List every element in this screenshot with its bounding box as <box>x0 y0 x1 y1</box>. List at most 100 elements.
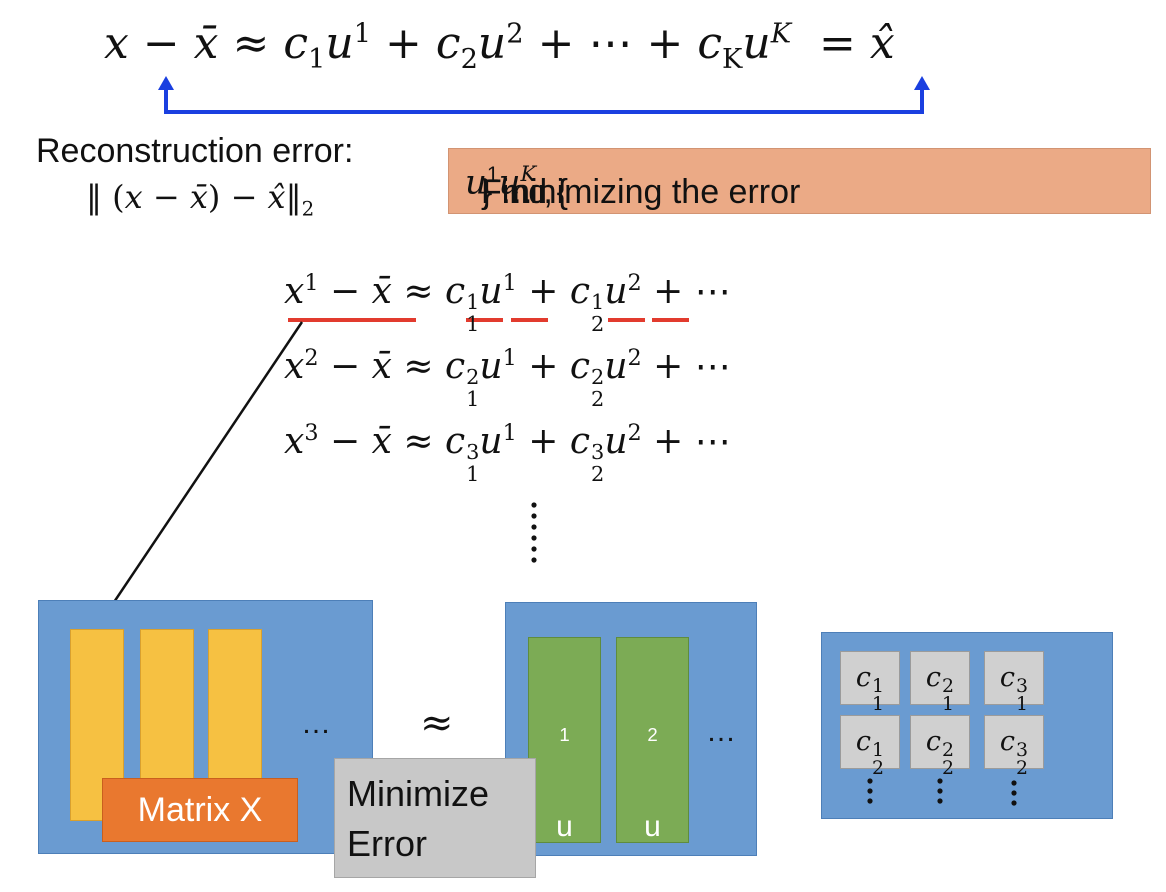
eq-x: x <box>104 18 129 69</box>
minimize-line-1: Minimize <box>347 773 490 814</box>
eq1-c1: c <box>444 271 466 312</box>
eq1-u1-sup: 1 <box>502 270 517 296</box>
norm-xhat: x̂ <box>267 178 286 216</box>
eq3-u2: u <box>604 421 628 462</box>
eq-u2-sup: 2 <box>506 18 524 50</box>
eq-c2: c <box>435 18 461 69</box>
eq1-x-sup: 1 <box>304 270 319 296</box>
c-letter: c <box>999 726 1016 757</box>
c-letter: c <box>925 662 942 693</box>
reconstruction-error-label: Reconstruction error: <box>36 132 354 170</box>
eq1-plus: + <box>516 271 570 312</box>
eq1-c1-sup: 1 <box>466 290 480 315</box>
eq-c1-sub: 1 <box>308 43 326 75</box>
eq-c2-sub: 2 <box>460 43 478 75</box>
eq2-approx: ≈ <box>391 346 445 387</box>
eq1-c2: c <box>569 271 591 312</box>
find-u1: u <box>465 162 487 203</box>
norm-close: ‖ <box>285 178 302 216</box>
eq1-u2: u <box>604 271 628 312</box>
approx-symbol: ≈ <box>420 700 454 746</box>
eq-uK: u <box>742 18 771 69</box>
eq-minus: − <box>128 18 194 69</box>
eq2-u1: u <box>479 346 503 387</box>
eq1-approx: ≈ <box>391 271 445 312</box>
eq-xbar: x̄ <box>193 18 219 69</box>
c-cell-1-1-sub: 1 <box>872 693 885 716</box>
norm-xbar: x̄ <box>189 178 208 216</box>
u1-sup: 1 <box>559 724 570 745</box>
find-mid: , … , <box>481 173 553 211</box>
eq2-minus: − <box>318 346 372 387</box>
c-cell-1-3-sup: 3 <box>1016 674 1029 697</box>
eq-approx: ≈ <box>218 18 284 69</box>
eq-uK-sup: K <box>770 18 792 50</box>
eq3-x: x <box>284 421 305 462</box>
c-cell-1-2-sup: 2 <box>942 674 955 697</box>
bracket-arrowhead-left <box>158 76 174 90</box>
eq1-minus: − <box>318 271 372 312</box>
vertical-ellipsis <box>531 502 537 563</box>
eq1-u1: u <box>479 271 503 312</box>
eq-cK: c <box>697 18 722 69</box>
eq2-u1-sup: 1 <box>502 345 517 371</box>
norm-sub: 2 <box>301 197 315 221</box>
eq3-c1-sup: 3 <box>466 440 480 465</box>
u-matrix-ellipsis: … <box>706 715 736 748</box>
find-uK-sup: K <box>520 161 537 186</box>
c-cell-1-1-sup: 1 <box>872 674 885 697</box>
eq-u1: u <box>325 18 354 69</box>
reconstruction-error-formula: ‖ (x − x̄) − x̂‖2 <box>86 178 314 220</box>
eq2-plus: + <box>516 346 570 387</box>
norm-x: x <box>124 178 143 216</box>
c-cell-1-3-sub: 1 <box>1016 693 1029 716</box>
eq3-c2: c <box>569 421 591 462</box>
bracket-arrowhead-right <box>914 76 930 90</box>
eq3-c2-sup: 3 <box>591 440 605 465</box>
find-suffix: } minimizing the error <box>481 173 801 211</box>
eq3-c2-sub: 2 <box>591 462 605 487</box>
eq1-x: x <box>284 271 305 312</box>
top-equation: x − x̄ ≈ c1u1 + c2u2 + ⋯ + cKuK = x̂ <box>104 18 895 75</box>
eq2-c2: c <box>569 346 591 387</box>
c-letter: c <box>855 662 872 693</box>
eq3-c1-sub: 1 <box>466 462 480 487</box>
norm-open: ‖ ( <box>86 178 125 216</box>
eq-xhat: x̂ <box>869 18 895 69</box>
eq2-c1: c <box>444 346 466 387</box>
minimize-error-box: Minimize Error <box>334 758 536 878</box>
eq2-c1-sub: 1 <box>466 387 480 412</box>
find-objective-text: Find {u1, … , uK} minimizing the error <box>465 161 800 211</box>
find-prefix: Find { <box>481 173 568 211</box>
eq1-c2-sub: 2 <box>591 312 605 337</box>
eq-u1-sup: 1 <box>353 18 372 50</box>
find-uK: u <box>498 162 521 203</box>
eq1-xbar: x̄ <box>371 271 392 312</box>
eq3-xbar: x̄ <box>371 421 392 462</box>
eq1-c2-sup: 1 <box>591 290 605 315</box>
norm-minus: − <box>142 178 190 216</box>
reconstruction-bracket-arrow <box>158 76 930 114</box>
minimize-line-2: Error <box>347 823 427 864</box>
c-cell-2-1-sub: 2 <box>872 757 885 780</box>
eq-cK-sub: K <box>721 43 743 75</box>
eq3-u2-sup: 2 <box>627 420 642 446</box>
norm-close-minus: ) − <box>207 178 268 216</box>
